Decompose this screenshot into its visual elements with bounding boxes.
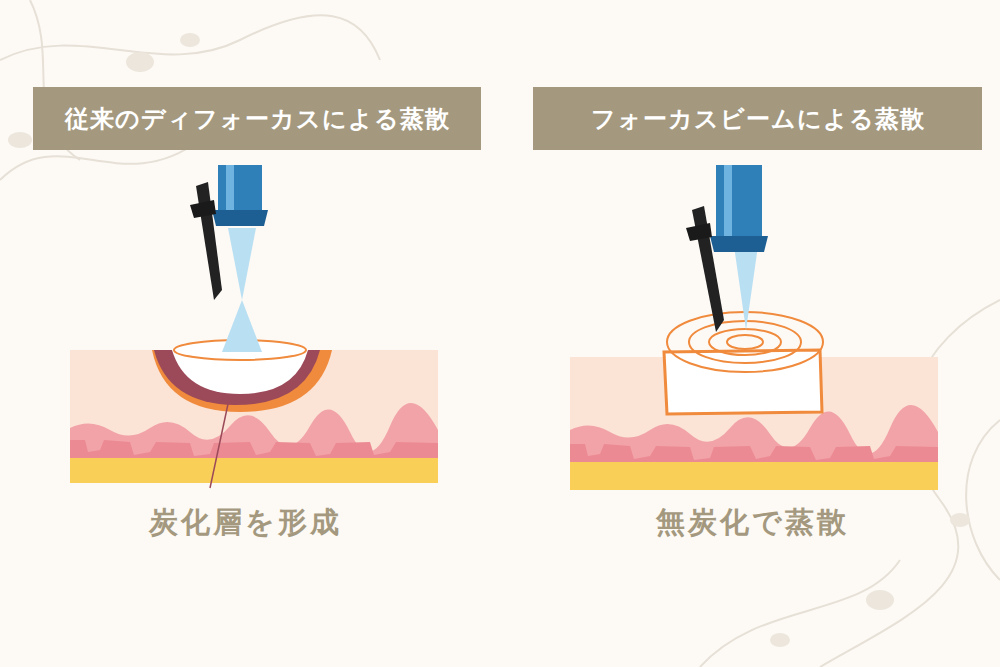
- skin-right: [570, 312, 938, 490]
- caption-label: 炭化層を形成: [149, 503, 342, 543]
- title-band: 従来のディフォーカスによる蒸散: [33, 87, 481, 150]
- caption-label: 無炭化で蒸散: [656, 503, 849, 543]
- handpiece-left: [190, 165, 268, 352]
- decor-leaf: [8, 33, 970, 647]
- title-band: フォーカスビームによる蒸散: [533, 87, 982, 150]
- skin-left: [70, 340, 438, 488]
- band-title: フォーカスビームによる蒸散: [591, 103, 925, 135]
- band-title: 従来のディフォーカスによる蒸散: [65, 103, 450, 135]
- leader-line: [210, 404, 228, 488]
- handpiece-right: [686, 165, 768, 332]
